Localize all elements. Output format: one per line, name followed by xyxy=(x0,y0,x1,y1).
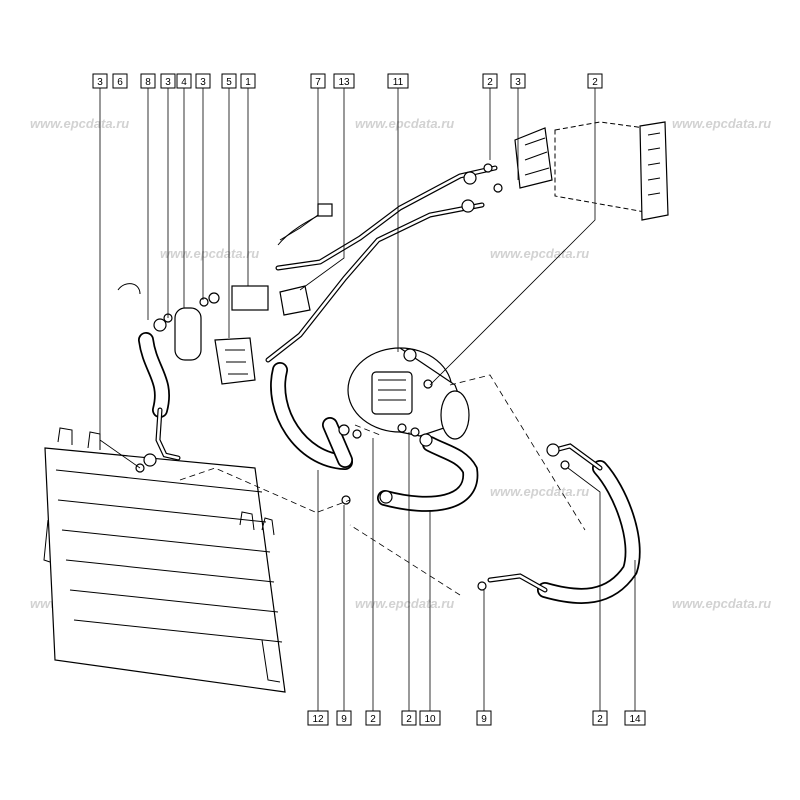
callout-label: 2 xyxy=(482,73,498,89)
callout-label: 2 xyxy=(365,710,381,726)
callout-label: 3 xyxy=(92,73,108,89)
callout-label: 2 xyxy=(592,710,608,726)
callout-label: 3 xyxy=(510,73,526,89)
svg-text:3: 3 xyxy=(165,77,171,88)
svg-text:9: 9 xyxy=(481,714,487,725)
svg-text:5: 5 xyxy=(226,77,232,88)
rigid-pipes xyxy=(265,165,498,363)
callout-label: 8 xyxy=(140,73,156,89)
top-callout-row: 3 6 8 3 4 3 5 1 7 13 11 2 3 2 xyxy=(92,73,603,89)
svg-text:2: 2 xyxy=(487,77,493,88)
mounting-bracket xyxy=(214,337,256,385)
svg-text:11: 11 xyxy=(393,77,404,88)
watermark-text: www.epcdata.ru xyxy=(160,246,259,261)
leader-lines xyxy=(99,88,636,715)
svg-text:13: 13 xyxy=(338,77,350,88)
bottom-callout-row: 12 9 2 2 10 9 2 14 xyxy=(307,710,646,726)
svg-text:8: 8 xyxy=(145,77,151,88)
watermark-text: www.epcdata.ru xyxy=(672,596,771,611)
callout-label: 2 xyxy=(401,710,417,726)
svg-text:3: 3 xyxy=(97,77,103,88)
hose-clip xyxy=(117,283,141,295)
svg-text:2: 2 xyxy=(406,714,412,725)
callout-label: 2 xyxy=(587,73,603,89)
callout-label: 4 xyxy=(176,73,192,89)
watermark-text: www.epcdata.ru xyxy=(355,116,454,131)
valve-block xyxy=(279,285,311,316)
callout-label: 3 xyxy=(160,73,176,89)
compressor xyxy=(347,347,470,440)
svg-text:6: 6 xyxy=(117,77,123,88)
svg-text:14: 14 xyxy=(629,714,641,725)
small-parts xyxy=(117,163,570,591)
callout-label: 6 xyxy=(112,73,128,89)
callout-label: 13 xyxy=(333,73,355,89)
reference-lines xyxy=(179,374,586,596)
pressure-sensor xyxy=(317,203,333,217)
pressure-switch-bracket xyxy=(231,285,269,311)
callout-label: 9 xyxy=(476,710,492,726)
callout-label: 11 xyxy=(387,73,409,89)
flexible-hoses xyxy=(138,332,641,604)
svg-text:10: 10 xyxy=(424,714,436,725)
watermark-text: www.epcdata.ru xyxy=(490,246,589,261)
condenser xyxy=(43,427,286,693)
svg-text:3: 3 xyxy=(515,77,521,88)
svg-text:12: 12 xyxy=(312,714,324,725)
watermark-text: www.epcdata.ru xyxy=(30,116,129,131)
callout-label: 12 xyxy=(307,710,329,726)
svg-text:1: 1 xyxy=(245,77,251,88)
callout-label: 3 xyxy=(195,73,211,89)
svg-text:4: 4 xyxy=(181,77,187,88)
svg-text:7: 7 xyxy=(315,77,321,88)
callout-label: 7 xyxy=(310,73,326,89)
svg-text:3: 3 xyxy=(200,77,206,88)
callout-label: 1 xyxy=(240,73,256,89)
svg-text:2: 2 xyxy=(597,714,603,725)
callout-label: 5 xyxy=(221,73,237,89)
watermark-text: www.epcdata.ru xyxy=(355,596,454,611)
callout-label: 10 xyxy=(419,710,441,726)
svg-text:2: 2 xyxy=(592,77,598,88)
receiver-drier xyxy=(174,307,202,361)
evaporator-unit xyxy=(514,121,669,221)
svg-text:9: 9 xyxy=(341,714,347,725)
callout-label: 14 xyxy=(624,710,646,726)
svg-text:2: 2 xyxy=(370,714,376,725)
watermark-text: www.epcdata.ru xyxy=(672,116,771,131)
watermark-text: www.epcdata.ru xyxy=(490,484,589,499)
callout-label: 9 xyxy=(336,710,352,726)
